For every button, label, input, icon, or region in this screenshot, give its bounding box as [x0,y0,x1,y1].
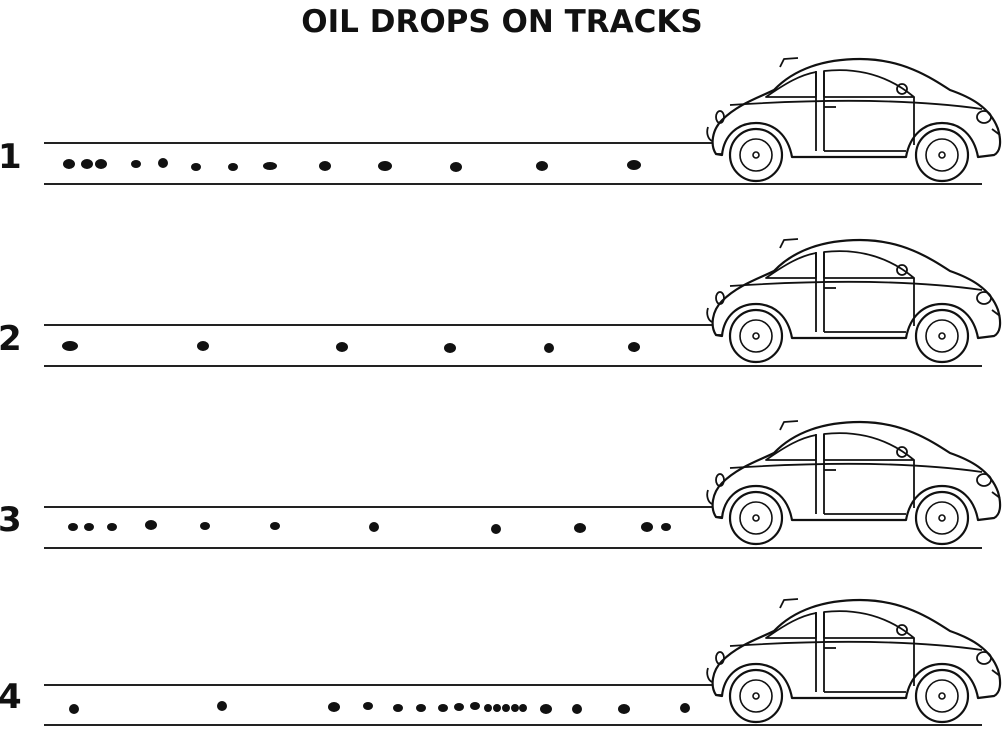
oil-drop [574,523,586,533]
oil-drop [484,704,492,712]
oil-drops [62,341,640,353]
oil-drop [217,701,227,711]
car-icon [706,237,1002,364]
oil-drop [63,159,75,169]
oil-drop [369,522,379,532]
track-2: 2 [0,237,1002,367]
track-number: 3 [0,500,22,540]
oil-drop [454,703,464,711]
oil-drops [68,520,671,534]
oil-drop [438,704,448,712]
oil-drop [319,161,331,171]
oil-drop [572,704,582,714]
track-1: 1 [0,56,1002,185]
oil-drop [627,160,641,170]
oil-drop [336,342,348,352]
oil-drop [618,704,630,714]
oil-drop [519,704,527,712]
car-icon [706,597,1002,724]
oil-drop [197,341,209,351]
car-icon [706,419,1002,546]
oil-drop [628,342,640,352]
oil-drop [540,704,552,714]
car-icon [706,56,1002,183]
track-number: 2 [0,319,22,359]
track-number: 1 [0,137,22,177]
oil-drop [493,704,501,712]
oil-drop [491,524,501,534]
oil-drop [81,159,93,169]
oil-drop [378,161,392,171]
track-4: 4 [0,597,1002,726]
oil-drop [416,704,426,712]
track-number: 4 [0,677,22,717]
oil-drop [680,703,690,713]
oil-drop [444,343,456,353]
oil-drops [63,158,641,172]
oil-drop [200,522,210,530]
oil-drop [69,704,79,714]
oil-drop [393,704,403,712]
oil-drop [95,159,107,169]
oil-drop [328,702,340,712]
oil-drop [107,523,117,531]
track-3: 3 [0,419,1002,549]
oil-drop [363,702,373,710]
oil-drop [641,522,653,532]
oil-drop [544,343,554,353]
oil-drop [68,523,78,531]
oil-drop [661,523,671,531]
diagram-title: OIL DROPS ON TRACKS [301,4,702,40]
oil-drop [84,523,94,531]
oil-drops [69,701,690,714]
oil-drop [536,161,548,171]
oil-drop [263,162,277,170]
oil-drop [470,702,480,710]
oil-drop [158,158,168,168]
oil-drop [62,341,78,351]
oil-drop [228,163,238,171]
oil-drop [145,520,157,530]
oil-drop [270,522,280,530]
oil-drop [191,163,201,171]
oil-drop [502,704,510,712]
oil-drop [450,162,462,172]
oil-drop [131,160,141,168]
oil-drop [511,704,519,712]
